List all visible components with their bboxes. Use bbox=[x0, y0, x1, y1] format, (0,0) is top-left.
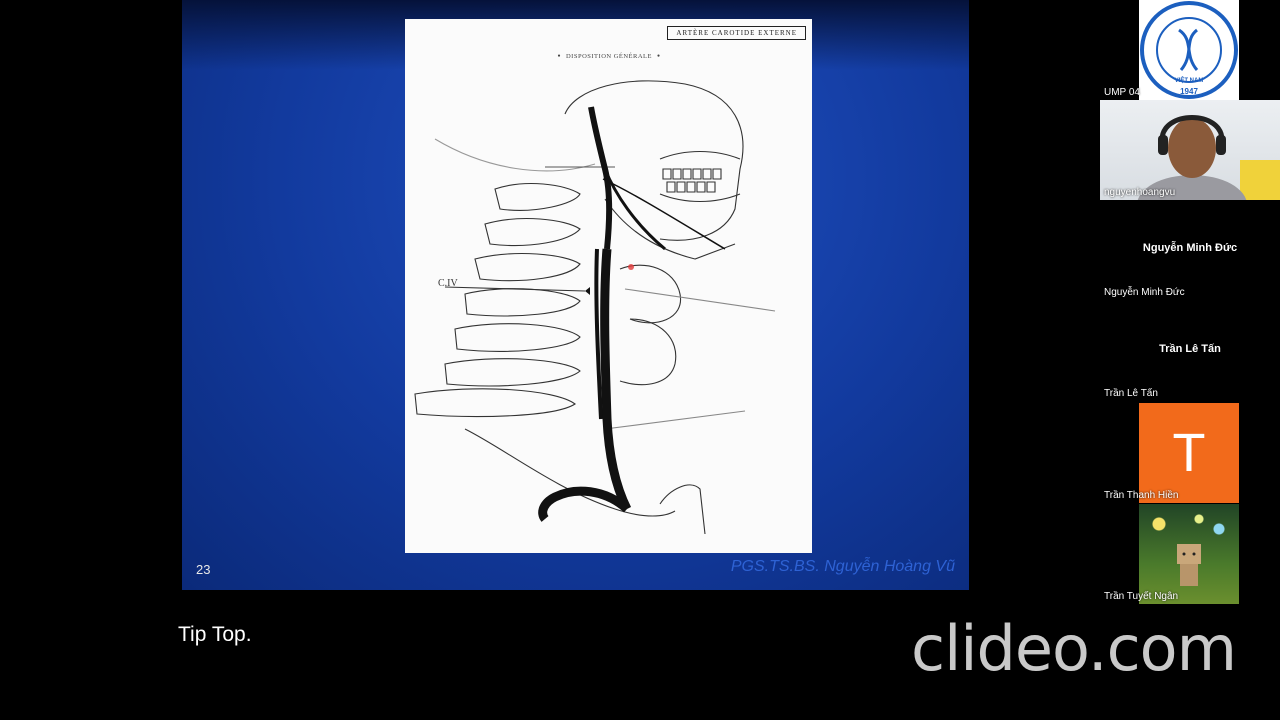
participant-tile-nguyenhoangvu[interactable]: nguyenhoangvu bbox=[1100, 100, 1280, 235]
participant-label: UMP 04 bbox=[1104, 87, 1140, 98]
avatar: T bbox=[1139, 403, 1239, 503]
participant-video bbox=[1100, 100, 1280, 235]
slide-number: 23 bbox=[196, 562, 211, 577]
participant-label: Trần Thanh Hiền bbox=[1104, 490, 1179, 501]
participant-tile-nguyen-minh-duc[interactable]: Nguyễn Minh Đức Nguyễn Minh Đức bbox=[1100, 200, 1280, 300]
subtitle-caption: Tip Top. bbox=[178, 623, 252, 646]
presentation-slide: ARTÈRE CAROTIDE EXTERNE DISPOSITION GÉNÉ… bbox=[182, 0, 969, 590]
avatar bbox=[1139, 504, 1239, 604]
university-logo: 1947 VIỆT NAM bbox=[1139, 0, 1239, 100]
participant-label: Trần Lê Tấn bbox=[1104, 388, 1158, 399]
figure-subtitle: DISPOSITION GÉNÉRALE bbox=[552, 53, 665, 60]
logo-year: 1947 bbox=[1180, 87, 1198, 96]
anatomy-figure: ARTÈRE CAROTIDE EXTERNE DISPOSITION GÉNÉ… bbox=[405, 19, 812, 553]
watermark-logo: clideo.com bbox=[910, 612, 1237, 685]
author-credit: PGS.TS.BS. Nguyễn Hoàng Vũ bbox=[730, 558, 955, 575]
participant-tile-tran-tuyet-ngan[interactable]: Trần Tuyết Ngân bbox=[1100, 504, 1280, 604]
participant-display-name: Trần Lê Tấn bbox=[1159, 343, 1221, 355]
figure-title: ARTÈRE CAROTIDE EXTERNE bbox=[667, 26, 806, 40]
participant-label: nguyenhoangvu bbox=[1104, 187, 1176, 198]
participant-label: Trần Tuyết Ngân bbox=[1104, 591, 1179, 602]
logo-country: VIỆT NAM bbox=[1174, 78, 1204, 84]
participant-display-name: Nguyễn Minh Đức bbox=[1142, 242, 1238, 254]
participant-tile-ump04[interactable]: 1947 VIỆT NAM UMP 04 bbox=[1100, 0, 1280, 100]
participant-label: Nguyễn Minh Đức bbox=[1104, 287, 1185, 298]
carotid-artery-illustration bbox=[414, 80, 776, 535]
participant-tile-tran-le-tan[interactable]: Trần Lê Tấn Trần Lê Tấn bbox=[1100, 301, 1280, 401]
participant-tile-tran-thanh-hien[interactable]: T Trần Thanh Hiền bbox=[1100, 403, 1280, 503]
vertebra-label: C.IV bbox=[438, 278, 458, 289]
